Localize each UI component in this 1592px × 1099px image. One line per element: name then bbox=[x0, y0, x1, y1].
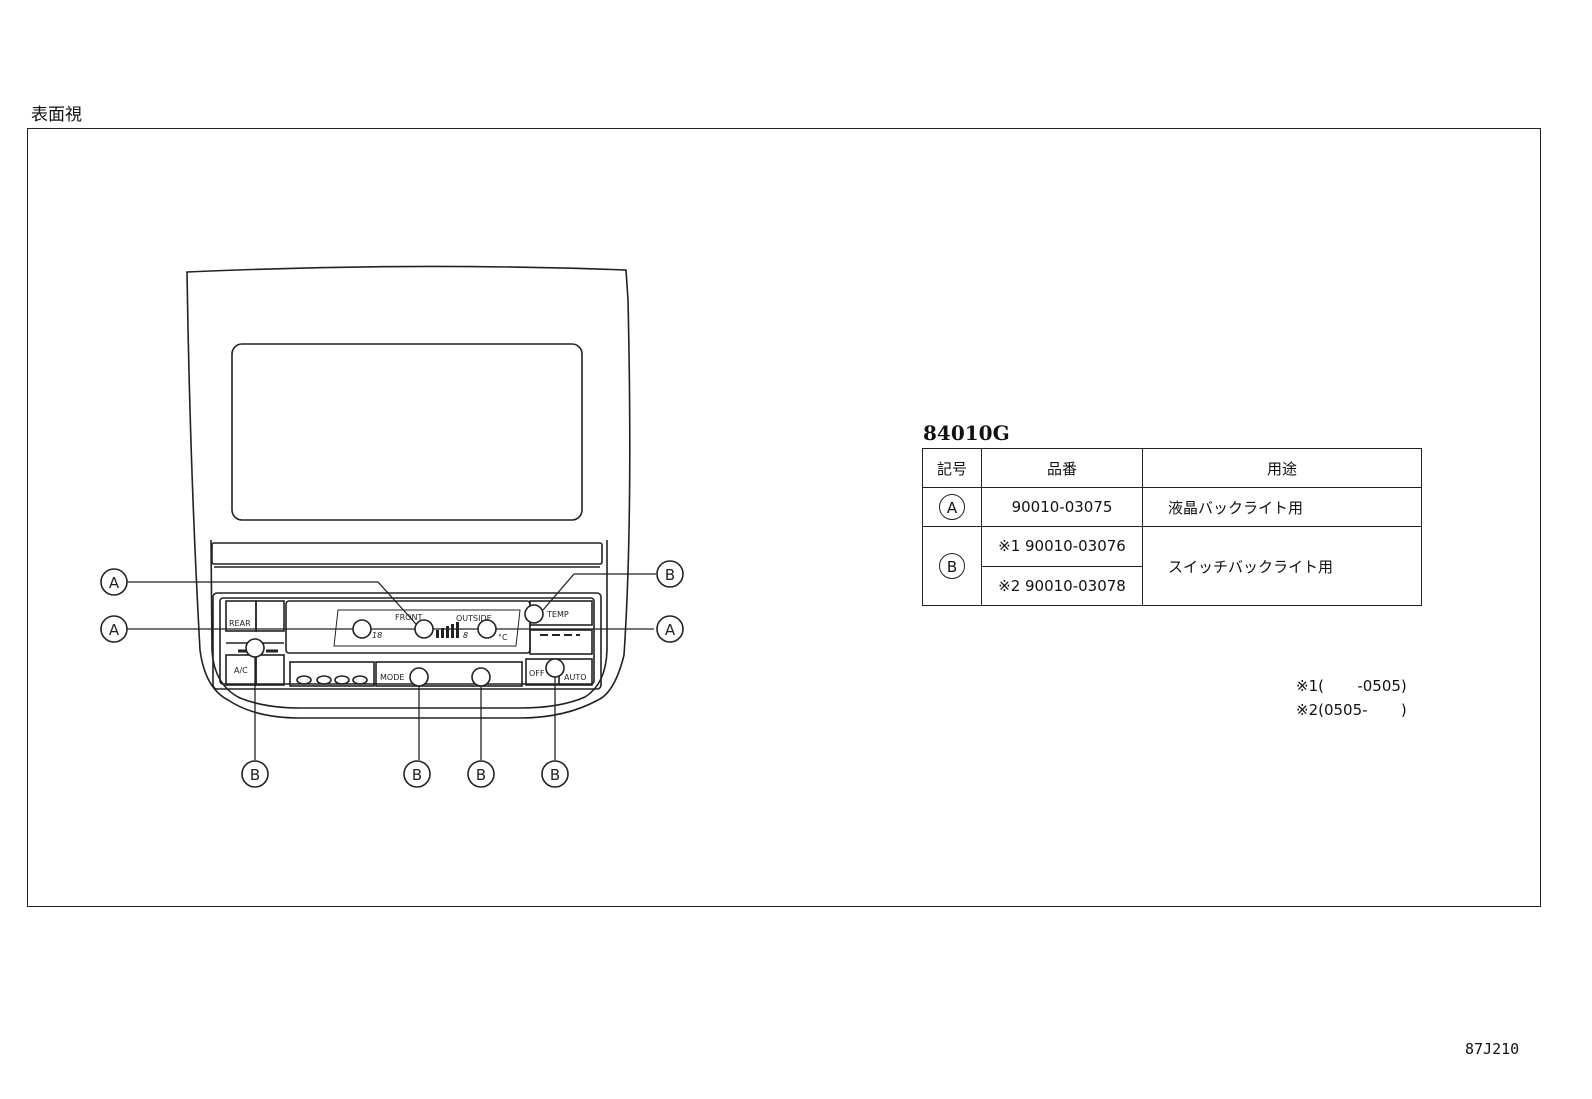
table-row: B ※1 90010-03076 スイッチバックライト用 bbox=[922, 526, 1422, 606]
callout-b-3 bbox=[403, 760, 431, 788]
lcd-temp-left: 18 bbox=[372, 631, 382, 640]
mode-fan-row bbox=[375, 661, 523, 687]
view-label: 表面視 bbox=[31, 105, 82, 125]
part-number-title: 84010G bbox=[923, 421, 1010, 445]
auto-label: AUTO bbox=[564, 673, 587, 682]
header-symbol: 記号 bbox=[922, 448, 982, 488]
callout-a-2-letter: A bbox=[109, 621, 120, 639]
recirc-button bbox=[255, 654, 285, 686]
part-number-cell: ※1 90010-03076 bbox=[981, 526, 1143, 567]
header-part-number: 品番 bbox=[981, 448, 1143, 488]
mode-label: MODE bbox=[380, 673, 404, 682]
off-label: OFF bbox=[529, 669, 545, 678]
fan-bar-1 bbox=[436, 630, 439, 638]
bulb-b-mode bbox=[409, 667, 429, 687]
climate-panel bbox=[212, 592, 602, 690]
bulb-b-off bbox=[545, 658, 565, 678]
seat-heater-row bbox=[289, 661, 375, 687]
callout-b-5 bbox=[541, 760, 569, 788]
usage-cell: スイッチバックライト用 bbox=[1142, 526, 1422, 606]
symbol-a: A bbox=[939, 494, 965, 520]
callout-b-4-letter: B bbox=[476, 766, 486, 784]
bulb-b-temp bbox=[524, 604, 544, 624]
symbol-cell: A bbox=[922, 487, 982, 527]
callout-a-1 bbox=[100, 568, 128, 596]
temp-label: TEMP bbox=[546, 610, 569, 619]
rear-label: REAR bbox=[229, 619, 251, 628]
part-number-cell: 90010-03075 bbox=[981, 487, 1143, 527]
callout-b-2-letter: B bbox=[250, 766, 260, 784]
table-row: ※2 90010-03078 bbox=[923, 565, 1422, 606]
display-screen bbox=[231, 343, 583, 521]
callout-b-4 bbox=[467, 760, 495, 788]
symbol-b: B bbox=[939, 553, 965, 579]
footnote-1: ※1( -0505) bbox=[1296, 677, 1407, 695]
callout-b-5-letter: B bbox=[550, 766, 560, 784]
fan-bar-3 bbox=[446, 626, 449, 638]
callout-a-2 bbox=[100, 615, 128, 643]
symbol-cell: B bbox=[922, 526, 982, 606]
outside-label: OUTSIDE bbox=[456, 614, 492, 623]
drawing-frame bbox=[27, 128, 1541, 907]
bulb-b-fan bbox=[471, 667, 491, 687]
defrost-button bbox=[255, 600, 285, 632]
ac-label: A/C bbox=[234, 666, 248, 675]
figure-code: 87J210 bbox=[1465, 1040, 1520, 1058]
lcd-unit: °C bbox=[498, 633, 508, 642]
callout-b-1-letter: B bbox=[665, 566, 675, 584]
fan-bar-4 bbox=[451, 624, 454, 638]
console-bezel bbox=[186, 265, 631, 719]
bulb-a-left bbox=[352, 619, 372, 639]
lcd-temp-right: 8 bbox=[463, 631, 468, 640]
parts-table: 記号 品番 用途 A 90010-03075 液晶バックライト用 B ※1 90… bbox=[922, 448, 1422, 606]
footnote-2: ※2(0505- ) bbox=[1296, 701, 1407, 719]
lcd-window bbox=[285, 600, 531, 654]
fan-bar-2 bbox=[441, 628, 444, 638]
callout-a-1-letter: A bbox=[109, 574, 120, 592]
fan-bar-5 bbox=[456, 622, 459, 638]
usage-cell: 液晶バックライト用 bbox=[1142, 487, 1422, 527]
bulb-a-center bbox=[414, 619, 434, 639]
bulb-a-right bbox=[477, 619, 497, 639]
console-trim bbox=[210, 539, 608, 709]
off-auto-button bbox=[525, 658, 593, 686]
header-usage: 用途 bbox=[1142, 448, 1422, 488]
callout-b-1 bbox=[656, 560, 684, 588]
lcd-inner bbox=[333, 609, 521, 647]
table-row: A 90010-03075 液晶バックライト用 bbox=[922, 487, 1422, 527]
callout-b-2 bbox=[241, 760, 269, 788]
table-header-row: 記号 品番 用途 bbox=[922, 448, 1422, 488]
part-number-cell: ※2 90010-03078 bbox=[981, 565, 1143, 606]
front-label: FRONT bbox=[395, 613, 422, 622]
callout-a-3 bbox=[656, 615, 684, 643]
cd-slot bbox=[211, 542, 603, 565]
bulb-b-ac bbox=[245, 638, 265, 658]
callout-a-3-letter: A bbox=[665, 621, 676, 639]
callout-b-3-letter: B bbox=[412, 766, 422, 784]
dual-button bbox=[529, 629, 593, 655]
